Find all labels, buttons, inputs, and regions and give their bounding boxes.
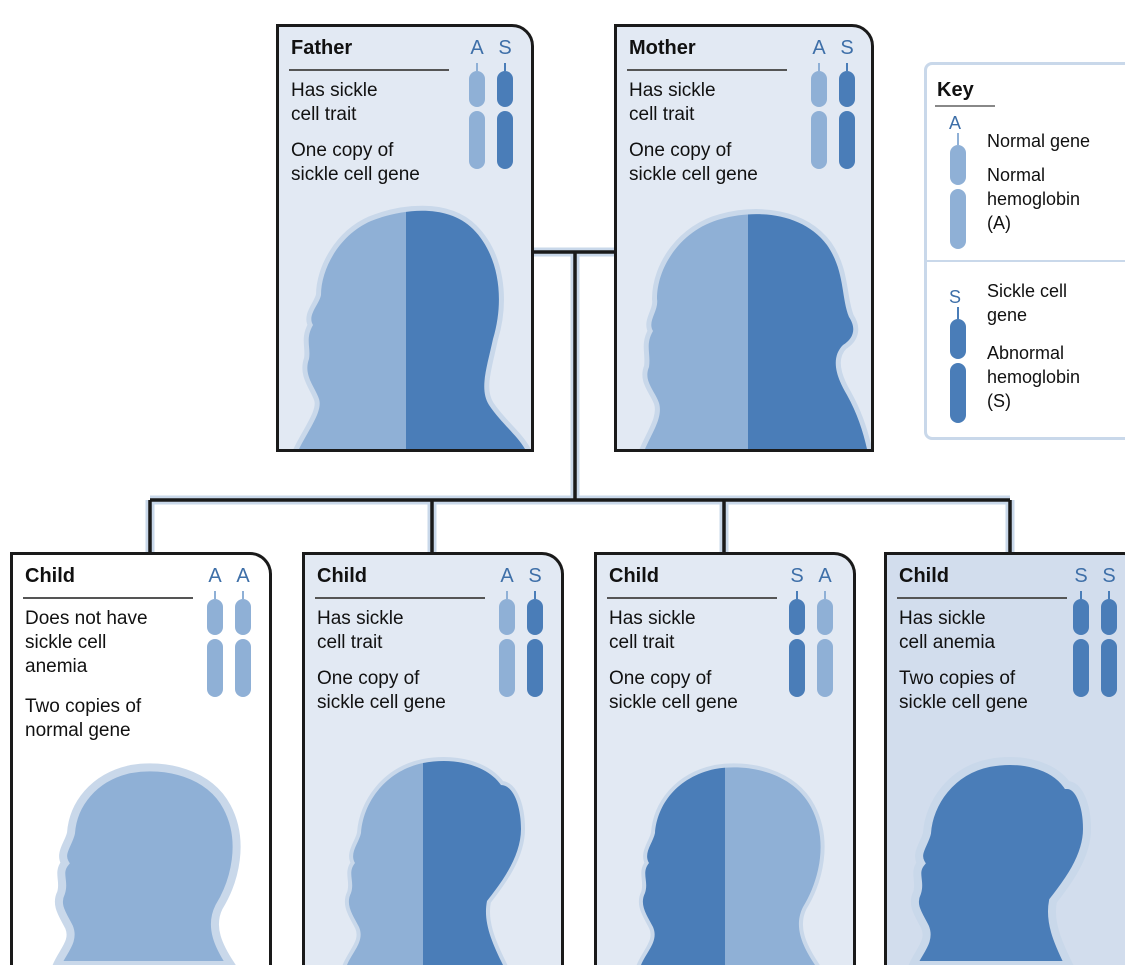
trait-text: Has sickle cell trait	[609, 608, 696, 653]
gene-letter: S	[498, 37, 512, 59]
gene-copy-text: Two copies of normal gene	[25, 696, 142, 741]
normal-chromosome-bottom	[811, 111, 827, 169]
chromosome-pair	[811, 63, 855, 169]
chromosome-pair	[469, 63, 513, 169]
normal-chromosome-top	[469, 71, 485, 107]
card-title: Child	[317, 565, 367, 587]
trait-text: Has sickle cell trait	[317, 608, 404, 653]
gene-letter: S	[1074, 565, 1088, 587]
key-normal-chromosome-icon	[950, 133, 966, 249]
card-title: Child	[25, 565, 75, 587]
key-sickle-letter: S	[949, 287, 962, 307]
gene-letter: A	[818, 565, 832, 587]
child-silhouette-icon	[636, 763, 825, 965]
normal-chromosome-top	[811, 71, 827, 107]
gene-copy-text: One copy of sickle cell gene	[629, 140, 758, 185]
title-rule	[23, 597, 193, 599]
gene-letter: S	[790, 565, 804, 587]
normal-chromosome-bottom	[469, 111, 485, 169]
gene-copy-text: One copy of sickle cell gene	[609, 668, 738, 713]
legend-key: Key A Normal gene Normal hemoglobin (A) …	[924, 62, 1125, 440]
key-separator	[927, 260, 1125, 262]
title-rule	[627, 69, 787, 71]
trait-text: Does not have sickle cell anemia	[25, 608, 148, 677]
card-title: Child	[609, 565, 659, 587]
gene-copy-text: One copy of sickle cell gene	[291, 140, 420, 185]
chromosome-pair	[499, 591, 543, 697]
gene-letter: S	[840, 37, 854, 59]
gene-letter: A	[812, 37, 826, 59]
key-sickle-gene-text: Sickle cell gene	[987, 281, 1068, 325]
gene-letter: S	[1102, 565, 1116, 587]
gene-letter: A	[500, 565, 514, 587]
title-rule	[897, 597, 1067, 599]
trait-text: Has sickle cell anemia	[899, 608, 996, 653]
chromosome-pair	[789, 591, 833, 697]
key-sickle-chromosome-icon	[950, 307, 966, 423]
trait-text: Has sickle cell trait	[291, 80, 378, 125]
sickle-chromosome-bottom	[839, 111, 855, 169]
gene-copy-text: Two copies of sickle cell gene	[899, 668, 1028, 713]
card-title: Child	[899, 565, 949, 587]
sickle-chromosome-top	[497, 71, 513, 107]
gene-letter: A	[236, 565, 250, 587]
key-title: Key	[937, 79, 974, 101]
trait-text: Has sickle cell trait	[629, 80, 716, 125]
gene-letter: A	[470, 37, 484, 59]
title-rule	[315, 597, 485, 599]
girl-ponytail-silhouette-icon	[908, 757, 1092, 965]
girl-ponytail-silhouette-icon	[342, 757, 526, 965]
gene-letter: A	[208, 565, 222, 587]
gene-copy-text: One copy of sickle cell gene	[317, 668, 446, 713]
man-silhouette-icon	[293, 205, 531, 449]
chromosome-pair	[1073, 591, 1117, 697]
chromosome-pair	[207, 591, 251, 697]
title-rule	[607, 597, 777, 599]
card-title: Mother	[629, 37, 696, 59]
key-normal-letter: A	[949, 113, 962, 133]
sickle-chromosome-bottom	[497, 111, 513, 169]
key-normal-hemoglobin-text: Normal hemoglobin (A)	[987, 165, 1081, 233]
title-rule	[289, 69, 449, 71]
key-normal-gene-text: Normal gene	[987, 131, 1091, 151]
gene-letter: S	[528, 565, 542, 587]
sickle-chromosome-top	[839, 71, 855, 107]
child-silhouette-icon	[52, 763, 241, 965]
key-title-rule	[935, 105, 995, 107]
key-sickle-hemoglobin-text: Abnormal hemoglobin (S)	[987, 343, 1081, 411]
card-title: Father	[291, 37, 353, 59]
woman-silhouette-icon	[639, 209, 871, 449]
